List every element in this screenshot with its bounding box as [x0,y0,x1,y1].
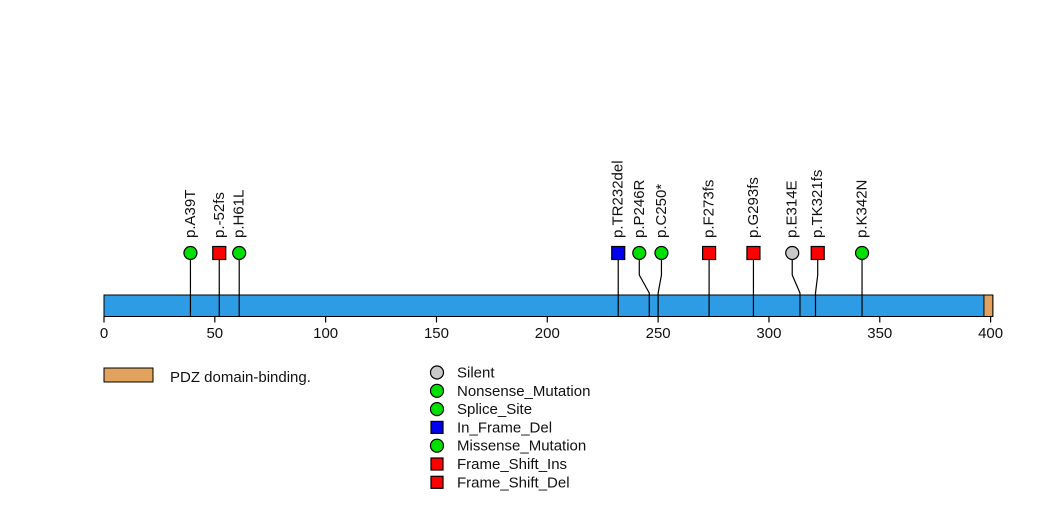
mutation-label: p.C250* [653,184,670,238]
legend-label: Missense_Mutation [457,438,586,455]
mutation-stick [814,253,819,317]
mutation-markers-group [183,245,870,261]
legend-swatch [429,383,445,398]
mutation-stick [657,253,663,317]
legend-label: Nonsense_Mutation [457,383,590,400]
mutation-marker [702,245,717,261]
mutation-type-legend-group: SilentNonsense_MutationSplice_SiteIn_Fra… [429,365,590,491]
x-axis-group: 0 50 100 150 200 250 300 350 400 [100,316,1003,342]
x-axis-tick-label: 400 [978,325,1003,342]
mutation-label: p.E314E [784,180,801,238]
legend-swatch [429,438,445,453]
mutation-marker [632,245,647,261]
mutation-label: p.F273fs [701,180,718,238]
mutation-marker [785,245,800,261]
legend-label: Frame_Shift_Del [457,474,570,491]
protein-backbone-bar [103,294,994,317]
legend-swatch [429,402,445,417]
mutation-label: p.A39T [182,190,199,238]
mutation-marker [810,245,825,261]
domain-legend-label: PDZ domain-binding. [170,369,311,386]
mutation-stick [791,253,801,317]
mutation-label: p.-52fs [211,192,228,238]
x-axis-tick-label: 100 [313,325,338,342]
domain-region [983,294,994,317]
mutation-label: p.H61L [231,190,248,238]
x-axis-tick-label: 50 [206,325,223,342]
mutation-stick [638,253,650,317]
x-axis-tick-label: 200 [535,325,560,342]
mutation-label: p.P246R [631,179,648,238]
legend-label: Splice_Site [457,401,532,418]
x-axis-tick-label: 250 [646,325,671,342]
legend-swatch [430,475,444,489]
mutation-marker [746,245,761,261]
legend-swatch [429,365,445,380]
mutation-marker [854,245,870,261]
mutation-marker [183,245,198,261]
mutation-label: p.K342N [854,180,871,238]
legend-swatch [430,420,444,434]
mutation-marker [611,245,626,261]
mutation-marker [232,245,247,261]
x-axis-tick-label: 300 [756,325,781,342]
x-axis-tick-label: 0 [100,325,108,342]
legend-label: Frame_Shift_Ins [457,456,567,473]
x-axis-tick-label: 150 [424,325,449,342]
legend-swatch [430,457,444,471]
mutation-label: p.G293fs [745,177,762,238]
legend-label: In_Frame_Del [457,419,552,436]
lollipop-sticks-group [189,253,863,317]
protein-backbone-group [103,294,994,317]
domain-legend-swatch [103,367,154,383]
legend-label: Silent [457,365,495,382]
mutation-label: p.TK321fs [809,170,826,238]
mutation-marker [212,245,227,261]
mutation-marker [654,245,669,261]
domain-legend-group: PDZ domain-binding. [103,367,311,386]
mutation-label: p.TR232del [610,160,627,238]
x-axis-tick-label: 350 [867,325,892,342]
